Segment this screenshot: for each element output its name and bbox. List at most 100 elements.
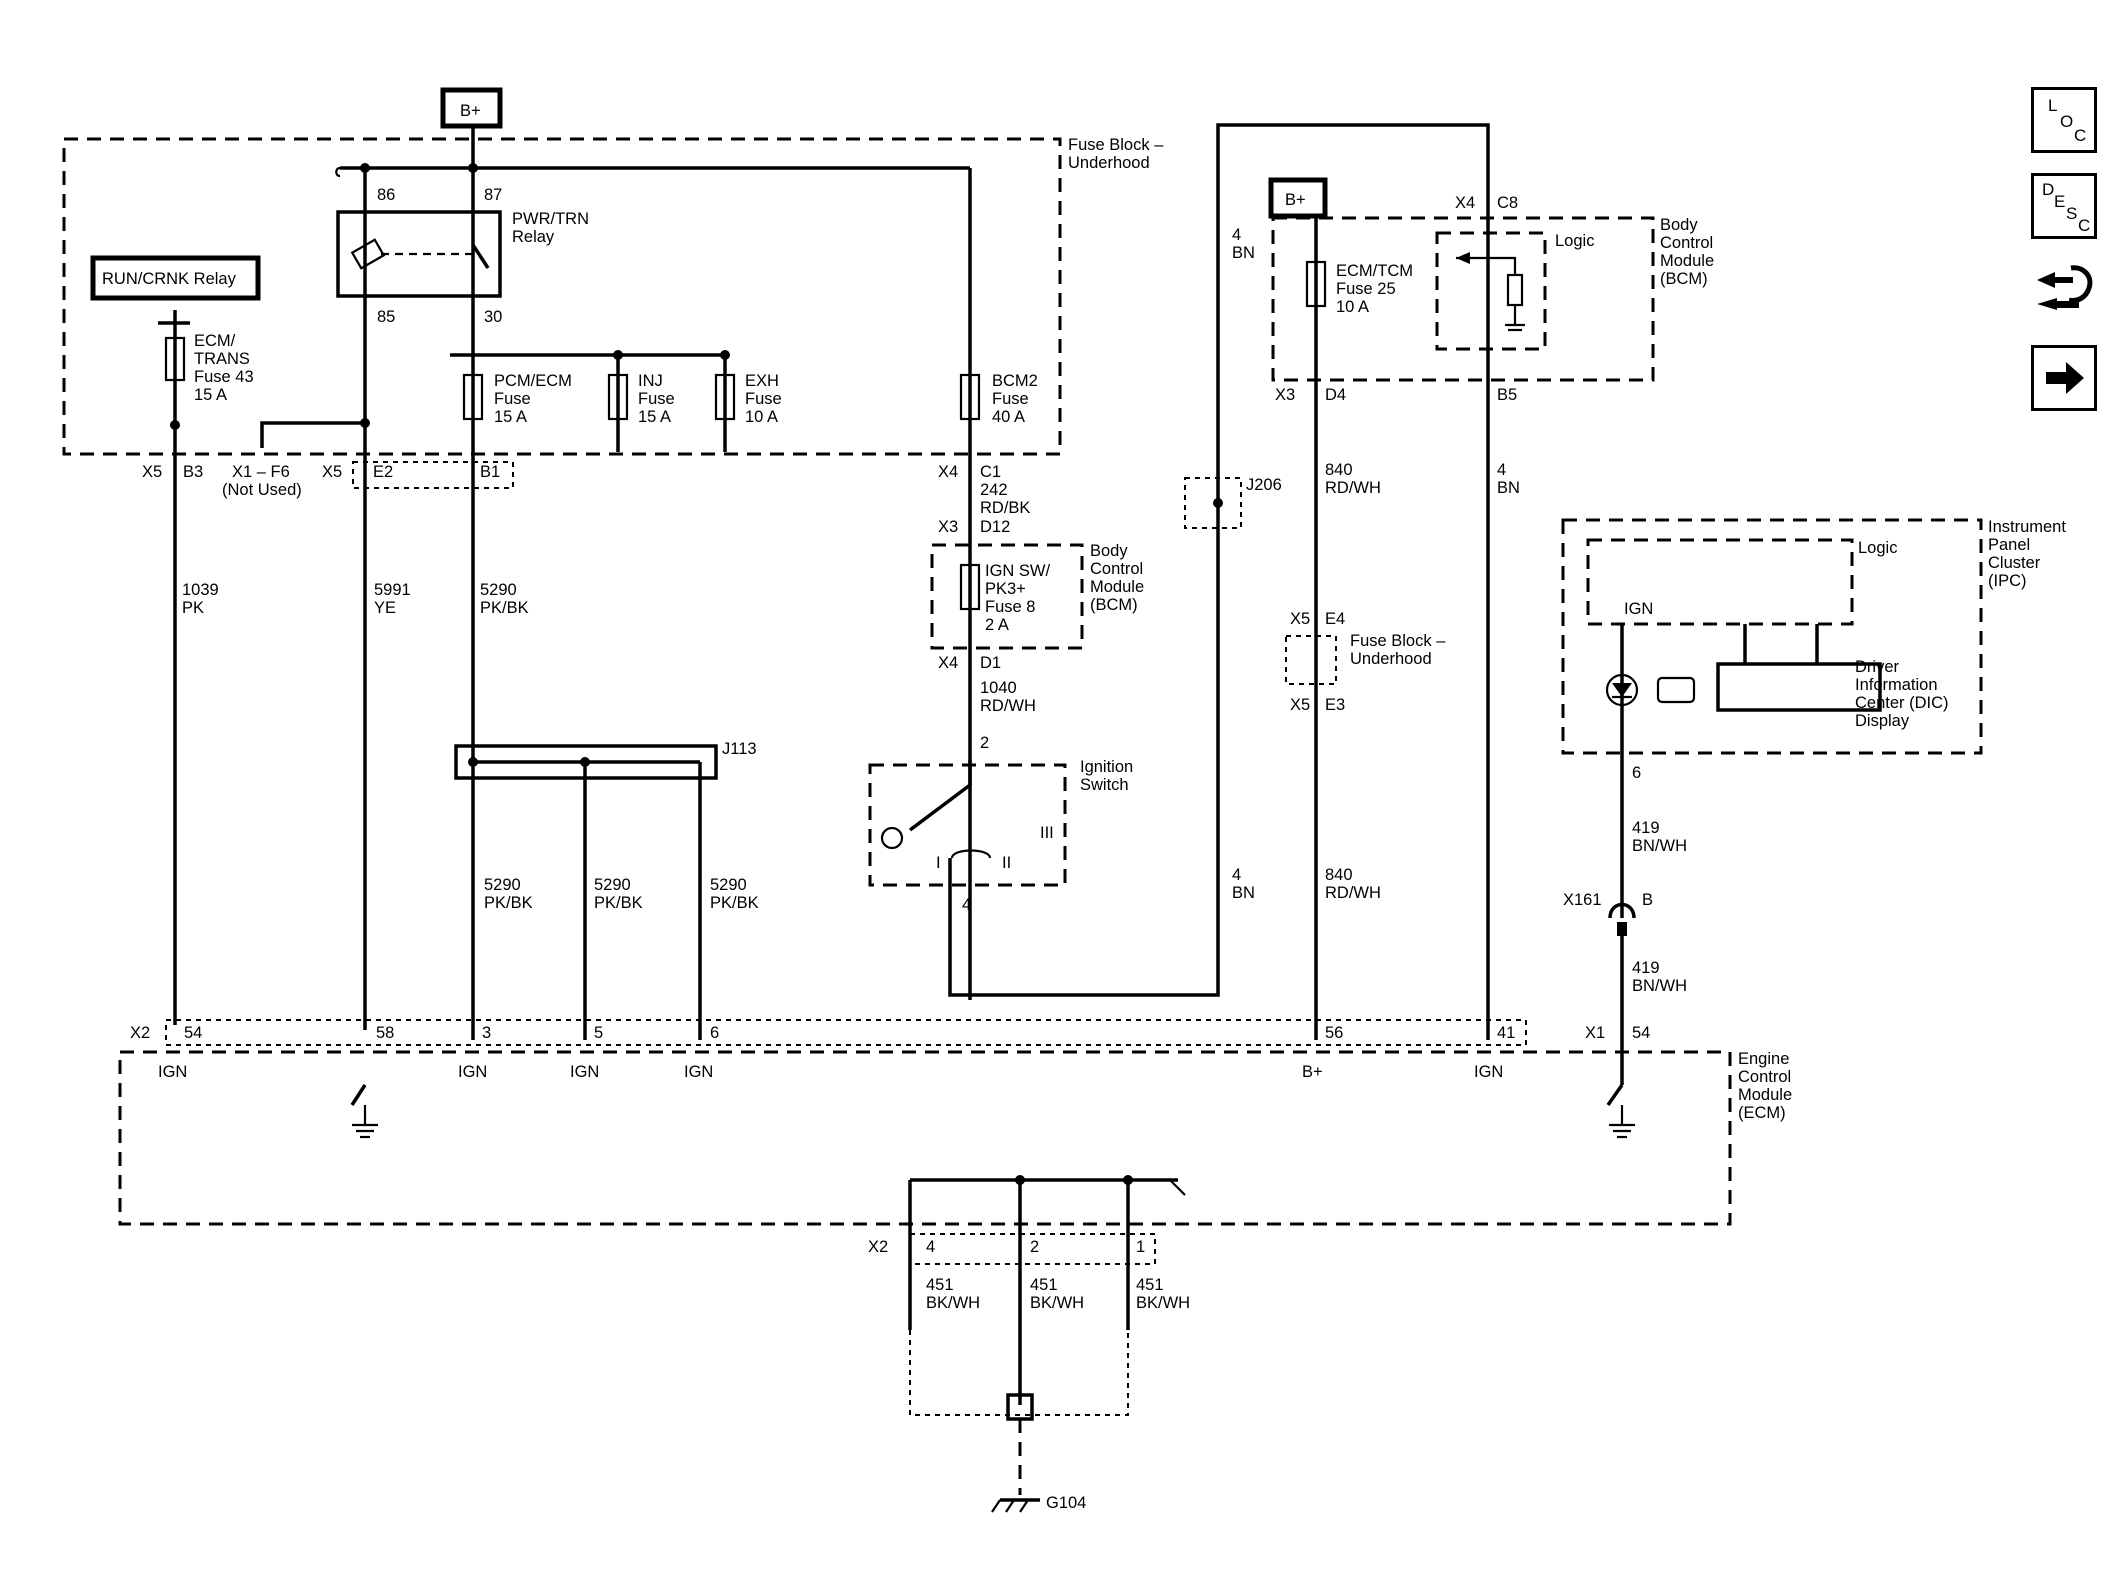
wire-5290c-color: PK/BK	[594, 894, 643, 912]
fuse-43-l2: TRANS	[194, 350, 250, 368]
wire-5290-num: 5290	[480, 581, 517, 599]
pin-86: 86	[377, 186, 395, 204]
wire-5991-num: 5991	[374, 581, 411, 599]
wire-451c-num: 451	[1136, 1276, 1164, 1294]
engine-icon	[1656, 676, 1696, 704]
desc-letter-e: E	[2054, 192, 2066, 211]
conn-x1-f6: X1 – F6	[232, 463, 290, 481]
conn-c8: C8	[1497, 194, 1518, 212]
conn-c1: C1	[980, 463, 1001, 481]
conn-e3: E3	[1325, 696, 1345, 714]
wire-5290-color: PK/BK	[480, 599, 529, 617]
fuse-inj-l2: Fuse	[638, 390, 675, 408]
fuse-bcm2-l3: 40 A	[992, 408, 1025, 426]
fuse-inj-l3: 15 A	[638, 408, 671, 426]
splice-j113-label: J113	[722, 740, 757, 758]
battery-label-left: B+	[460, 102, 481, 120]
fuse-ign-l1: IGN SW/	[985, 562, 1050, 580]
ecm-title-1: Engine	[1738, 1050, 1789, 1068]
conn-x5-d: X5	[1290, 696, 1310, 714]
wire-840b-color: RD/WH	[1325, 884, 1381, 902]
conn-x5-b: X5	[322, 463, 342, 481]
wire-840a-color: RD/WH	[1325, 479, 1381, 497]
ecm-ign-3: IGN	[570, 1063, 599, 1081]
connector-tools-button[interactable]	[2031, 258, 2097, 324]
ign-title-2: Switch	[1080, 776, 1129, 794]
right-arrow-icon	[2046, 362, 2084, 394]
fuse-ign-sw	[959, 563, 981, 611]
conn-d12: D12	[980, 518, 1010, 536]
wire-242-color: RD/BK	[980, 499, 1030, 517]
pwr-trn-relay-box	[336, 210, 502, 298]
bcm2-title-1: Body	[1660, 216, 1698, 234]
loc-letter-c: C	[2074, 126, 2087, 145]
desc-letter-s: S	[2066, 204, 2078, 223]
bcm2-title-2: Control	[1660, 234, 1713, 252]
fuse-block2-title: Fuse Block –	[1350, 632, 1446, 650]
fuse-ign-l4: 2 A	[985, 616, 1009, 634]
ecm-bplus: B+	[1302, 1063, 1323, 1081]
ground-conn-x2: X2	[868, 1238, 888, 1256]
fuse-pcm-l3: 15 A	[494, 408, 527, 426]
bcm-right-box	[1271, 216, 1655, 382]
wire-419a-color: BN/WH	[1632, 837, 1687, 855]
wire-419b-color: BN/WH	[1632, 977, 1687, 995]
fuse-pcm-l2: Fuse	[494, 390, 531, 408]
bcm-fuse-box	[930, 543, 1084, 650]
connector-tools-icon	[2037, 265, 2093, 310]
wire-4bn-a-num: 4	[1232, 226, 1241, 244]
dic-display-box	[1716, 662, 1882, 712]
ipc-title-1: Instrument	[1988, 518, 2066, 536]
ecm-title-4: (ECM)	[1738, 1104, 1786, 1122]
ecm-ign-4: IGN	[684, 1063, 713, 1081]
conn-x5: X5	[142, 463, 162, 481]
pin-87: 87	[484, 186, 502, 204]
bcm2-title-4: (BCM)	[1660, 270, 1708, 288]
conn-not-used: (Not Used)	[222, 481, 302, 499]
fuse-ign-l3: Fuse 8	[985, 598, 1035, 616]
ground-pin-1: 1	[1136, 1238, 1145, 1256]
run-crnk-relay-box	[90, 255, 261, 301]
fuse-43-l1: ECM/	[194, 332, 236, 350]
wire-4-bn	[948, 123, 1490, 1040]
bcm2-title-3: Module	[1660, 252, 1714, 270]
pin-30: 30	[484, 308, 502, 326]
loc-button[interactable]: L O C	[2031, 87, 2097, 153]
conn-d4: D4	[1325, 386, 1346, 404]
wire-4bn-b-color: BN	[1497, 479, 1520, 497]
ign-pin-2: 2	[980, 734, 989, 752]
conn-x4-c: X4	[1455, 194, 1475, 212]
bcm-logic-label: Logic	[1555, 232, 1594, 250]
splice-j206	[1184, 477, 1242, 529]
ecm-conn-x1: X1	[1585, 1024, 1605, 1042]
dic-label-2: Information	[1855, 676, 1938, 694]
wire-5290b-num: 5290	[484, 876, 521, 894]
conn-x161: X161	[1563, 891, 1602, 909]
fuse-43	[164, 336, 186, 382]
fuse-43-l4: 15 A	[194, 386, 227, 404]
conn-x3-b: X3	[1275, 386, 1295, 404]
conn-d1: D1	[980, 654, 1001, 672]
wire-4bn-b-num: 4	[1497, 461, 1506, 479]
ecm-pin-3: 3	[482, 1024, 491, 1042]
ipc-ign-label: IGN	[1624, 600, 1653, 618]
ign-pos-3: III	[1040, 824, 1054, 842]
conn-b3: B3	[183, 463, 203, 481]
ecm-ign-2: IGN	[458, 1063, 487, 1081]
pin-85: 85	[377, 308, 395, 326]
ipc-box	[1561, 518, 1983, 755]
wire-5991-color: YE	[374, 599, 396, 617]
conn-x5-c: X5	[1290, 610, 1310, 628]
ipc-title-4: (IPC)	[1988, 572, 2027, 590]
fuse-exh	[714, 373, 736, 421]
next-button[interactable]	[2031, 345, 2097, 411]
desc-button[interactable]: D E S C	[2031, 173, 2097, 239]
ecm-box	[118, 1050, 1732, 1226]
wire-451a-color: BK/WH	[926, 1294, 980, 1312]
fuse-exh-l1: EXH	[745, 372, 779, 390]
dic-label-4: Display	[1855, 712, 1910, 730]
conn-e4: E4	[1325, 610, 1345, 628]
fuse-ign-l2: PK3+	[985, 580, 1026, 598]
ign-pos-1: I	[936, 854, 941, 872]
ign-title-1: Ignition	[1080, 758, 1133, 776]
